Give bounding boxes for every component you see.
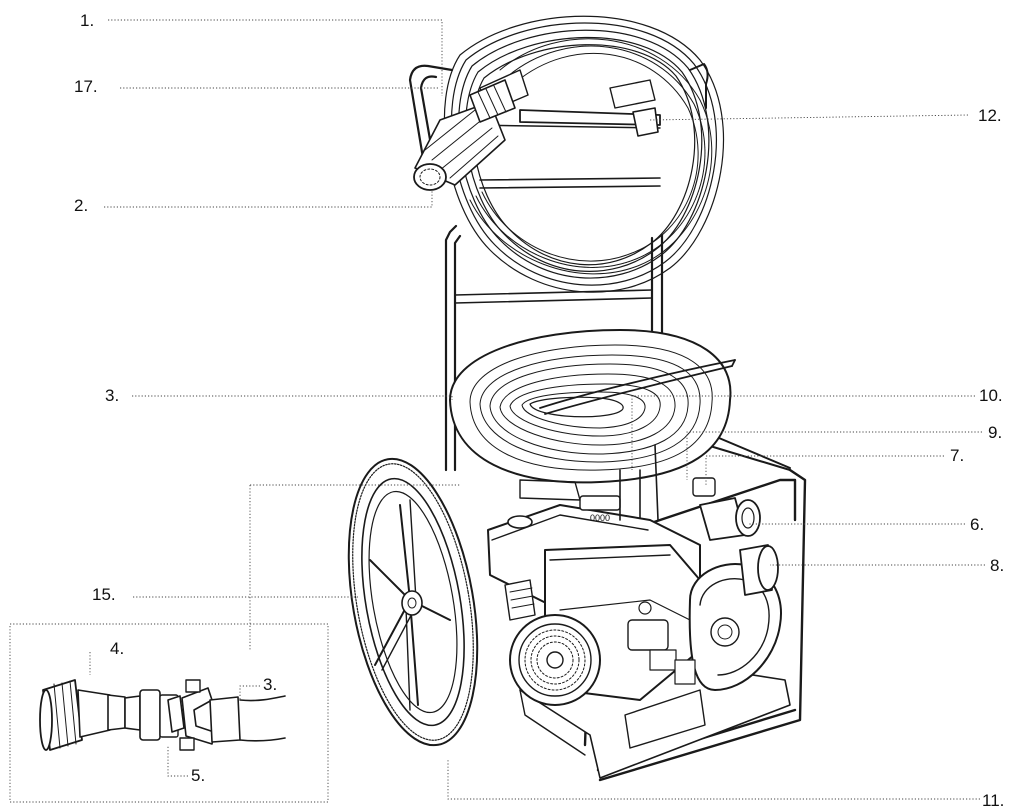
callout-2: 2. [74, 196, 88, 215]
callout-15: 15. [92, 585, 116, 604]
callout-9: 9. [988, 423, 1002, 442]
callout-11: 11. [982, 791, 1004, 810]
callout-6: 6. [970, 515, 984, 534]
inset-callout-5: 5. [191, 766, 205, 785]
callout-7: 7. [950, 446, 964, 465]
nozzle-inset [9, 623, 329, 803]
callout-3: 3. [105, 386, 119, 405]
inset-frame [9, 623, 329, 803]
callout-17: 17. [74, 77, 98, 96]
callout-12: 12. [978, 106, 1002, 125]
callout-1: 1. [80, 11, 94, 30]
engine-pump-unit: 0000 [487, 444, 782, 706]
flat-hose-coil [449, 329, 736, 484]
callout-10: 10. [979, 386, 1003, 405]
leader-lines [89, 19, 985, 800]
brand-mark: 0000 [590, 513, 610, 523]
inset-callout-3: 3. [263, 675, 277, 694]
inset-callout-4: 4. [110, 639, 124, 658]
suction-hose-coil [413, 15, 725, 293]
wheel [347, 457, 479, 747]
callout-8: 8. [990, 556, 1004, 575]
callout-labels: 1. 17. 2. 3. 12. 10. 9. 7. 6. 8. 15. 11.… [74, 11, 1004, 810]
